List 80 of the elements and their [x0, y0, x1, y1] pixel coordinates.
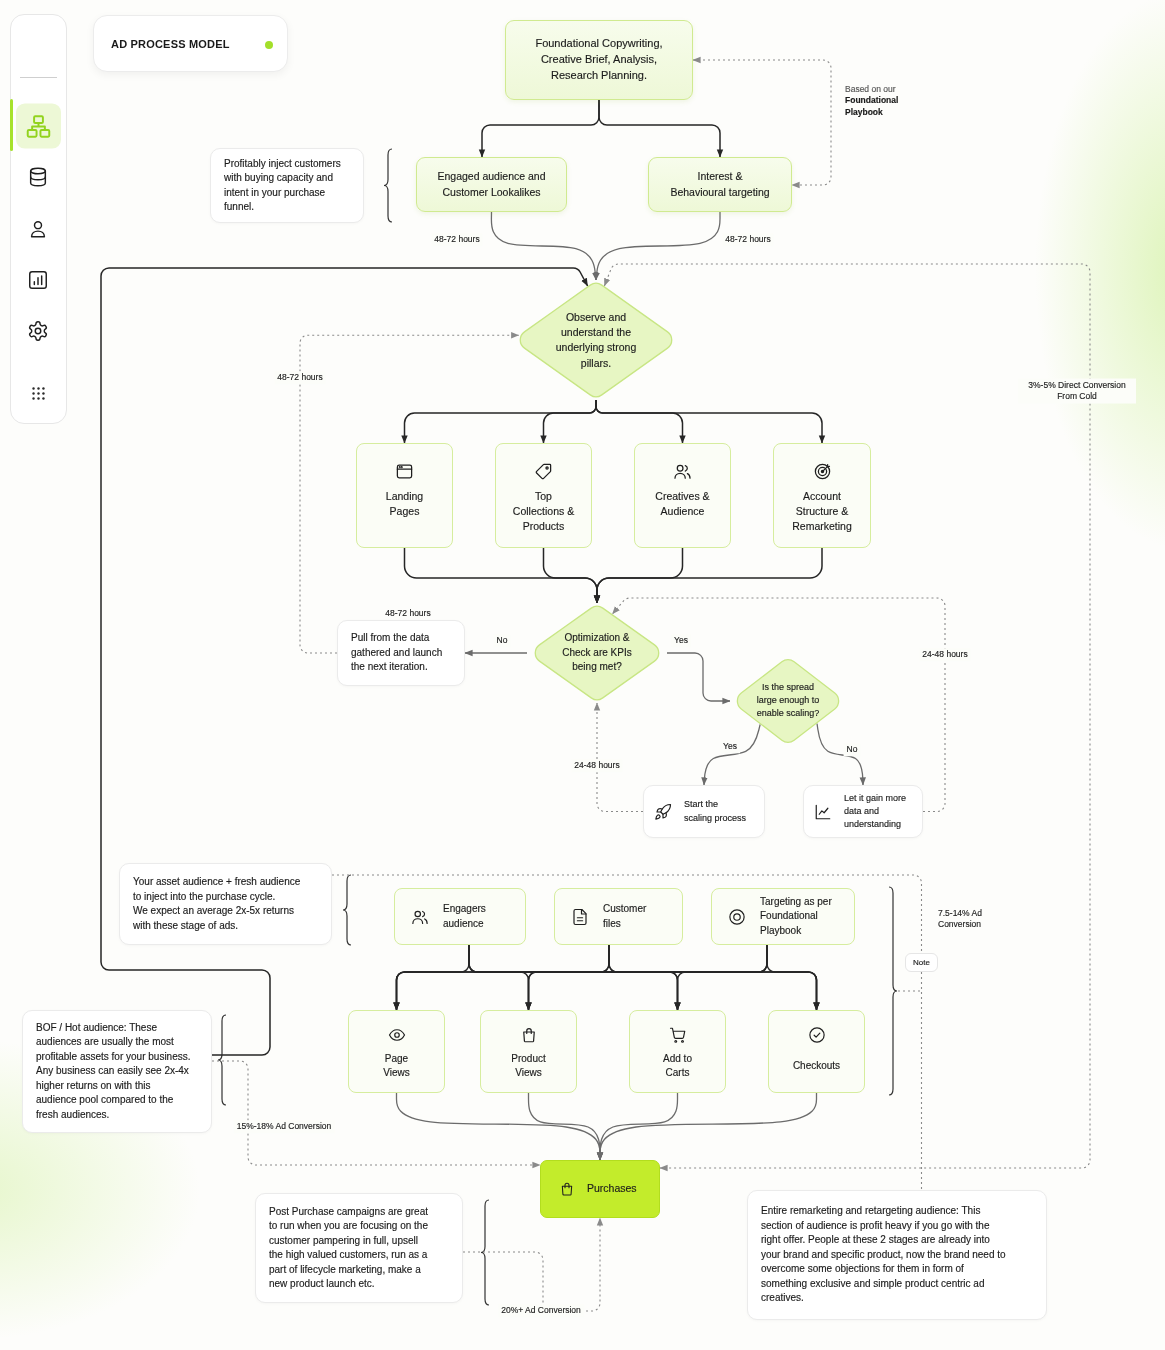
stage-card — [629, 1010, 726, 1093]
arrow — [593, 547, 823, 604]
step-text: Purchases — [587, 1181, 637, 1197]
action-card — [803, 785, 923, 838]
note-card — [255, 1193, 463, 1303]
step-text: Add to Carts — [662, 1051, 693, 1080]
audience-card — [394, 888, 526, 945]
edge-label: Based on our Foundational Playbook — [845, 84, 900, 119]
edge-label: 24-48 hours — [571, 759, 623, 773]
arrow — [816, 722, 866, 786]
goal-box — [540, 1160, 660, 1218]
step-text: Landing Pages — [384, 489, 425, 520]
dotted-arrow — [299, 332, 520, 654]
edge-label: 48-72 hours — [274, 371, 326, 385]
edge-label: No — [843, 743, 861, 757]
step-text: Engaged audience and Customer Lookalikes — [436, 169, 547, 200]
question-text: Optimization & Check are KPIs being met? — [561, 631, 633, 675]
note-card — [22, 1010, 212, 1133]
pillar-card — [634, 443, 731, 548]
edge-label: 24-48 hours — [919, 648, 971, 662]
dotted-arrow — [611, 597, 946, 813]
stage-card — [768, 1010, 865, 1093]
step-text: Top Collections & Products — [511, 489, 576, 535]
note-text: BOF / Hot audience: These audiences are usually the most profitable assets for your business. Any business can easily see 2x-4x higher returns on with this audience pool compared to the fresh audiences. — [36, 1020, 192, 1122]
arrow — [701, 723, 761, 786]
arrow — [593, 211, 721, 281]
title-text: AD PROCESS MODEL — [111, 37, 230, 50]
arrow — [100, 267, 589, 1056]
dotted-arrow — [211, 1060, 541, 1169]
note-tag — [905, 953, 938, 972]
step-text: Interest & Behavioural targeting — [670, 169, 770, 200]
duration-label: 48-72 hours — [385, 608, 431, 618]
stage-card — [480, 1010, 577, 1093]
dotted-arrow — [692, 56, 832, 189]
step-text: Product Views — [510, 1051, 547, 1080]
step-text: Page Views — [382, 1051, 411, 1080]
note-text: Your asset audience + fresh audience to inject into the purchase cycle. — [133, 875, 302, 904]
process-box — [337, 620, 465, 686]
pillar-card — [495, 443, 592, 548]
tag-text: Note — [913, 956, 930, 969]
note-text: Profitably inject customers with buying capacity and intent in your purchase funnel. — [224, 156, 342, 214]
dotted-arrow — [462, 1217, 604, 1312]
arrow — [766, 944, 820, 1011]
arrow — [666, 652, 731, 705]
edge-label: 7.5-14% Ad Conversion — [938, 908, 983, 931]
edge-label: Yes — [720, 740, 740, 754]
process-box — [416, 157, 567, 212]
dotted-arrow — [603, 263, 1091, 1172]
arrow — [598, 99, 724, 158]
audience-card — [711, 888, 855, 945]
dotted-arrow — [593, 702, 644, 813]
note-text: Post Purchase campaigns are great to run when you are focusing on the customer pampering in full, upsell the high valued customers, run as a part of lifecycle marketing, make a new product launch etc. — [269, 1204, 429, 1291]
action-card — [643, 785, 765, 838]
arrow — [464, 649, 528, 657]
stage-card — [348, 1010, 445, 1093]
step-text: Customer files — [603, 902, 648, 931]
step-text: Start the scaling process — [684, 798, 748, 825]
note-card — [119, 863, 332, 945]
note-text: We expect an average 2x-5x returns with these stage of ads. — [133, 904, 295, 933]
step-text: Account Structure & Remarketing — [791, 489, 853, 535]
arrow — [595, 399, 826, 444]
step-text: Let it gain more data and understanding — [844, 791, 908, 831]
step-text: Checkouts — [792, 1058, 841, 1073]
dotted-line — [331, 874, 923, 954]
step-text: Creatives & Audience — [654, 489, 711, 520]
step-text: Targeting as per Foundational Playbook — [760, 894, 833, 938]
arrow — [596, 1092, 818, 1161]
note-card — [747, 1190, 1047, 1320]
step-text: Engagers audience — [443, 902, 487, 931]
pillar-card — [773, 443, 871, 548]
dotted-line — [920, 971, 923, 1191]
note-text: Pull from the data gathered and launch the next iteration. — [351, 631, 444, 675]
step-text: Foundational Copywriting, Creative Brief, Analysis, Research Planning. — [534, 36, 664, 83]
note-text: Entire remarketing and retargeting audience: This section of audience is profit heavy if you go with the right offer. People at these 2 stages are already into your brand and specific product, now the brand need to overcome some objections for them in form of something exclusive and simple product centric ad creatives. — [761, 1204, 1006, 1306]
audience-card — [554, 888, 683, 945]
question-text: Is the spread large enough to enable scaling? — [755, 681, 821, 721]
process-box — [648, 157, 792, 212]
pillar-card — [356, 443, 453, 548]
question-text: Observe and understand the underlying strong pillars. — [554, 309, 638, 371]
process-box — [505, 20, 693, 100]
